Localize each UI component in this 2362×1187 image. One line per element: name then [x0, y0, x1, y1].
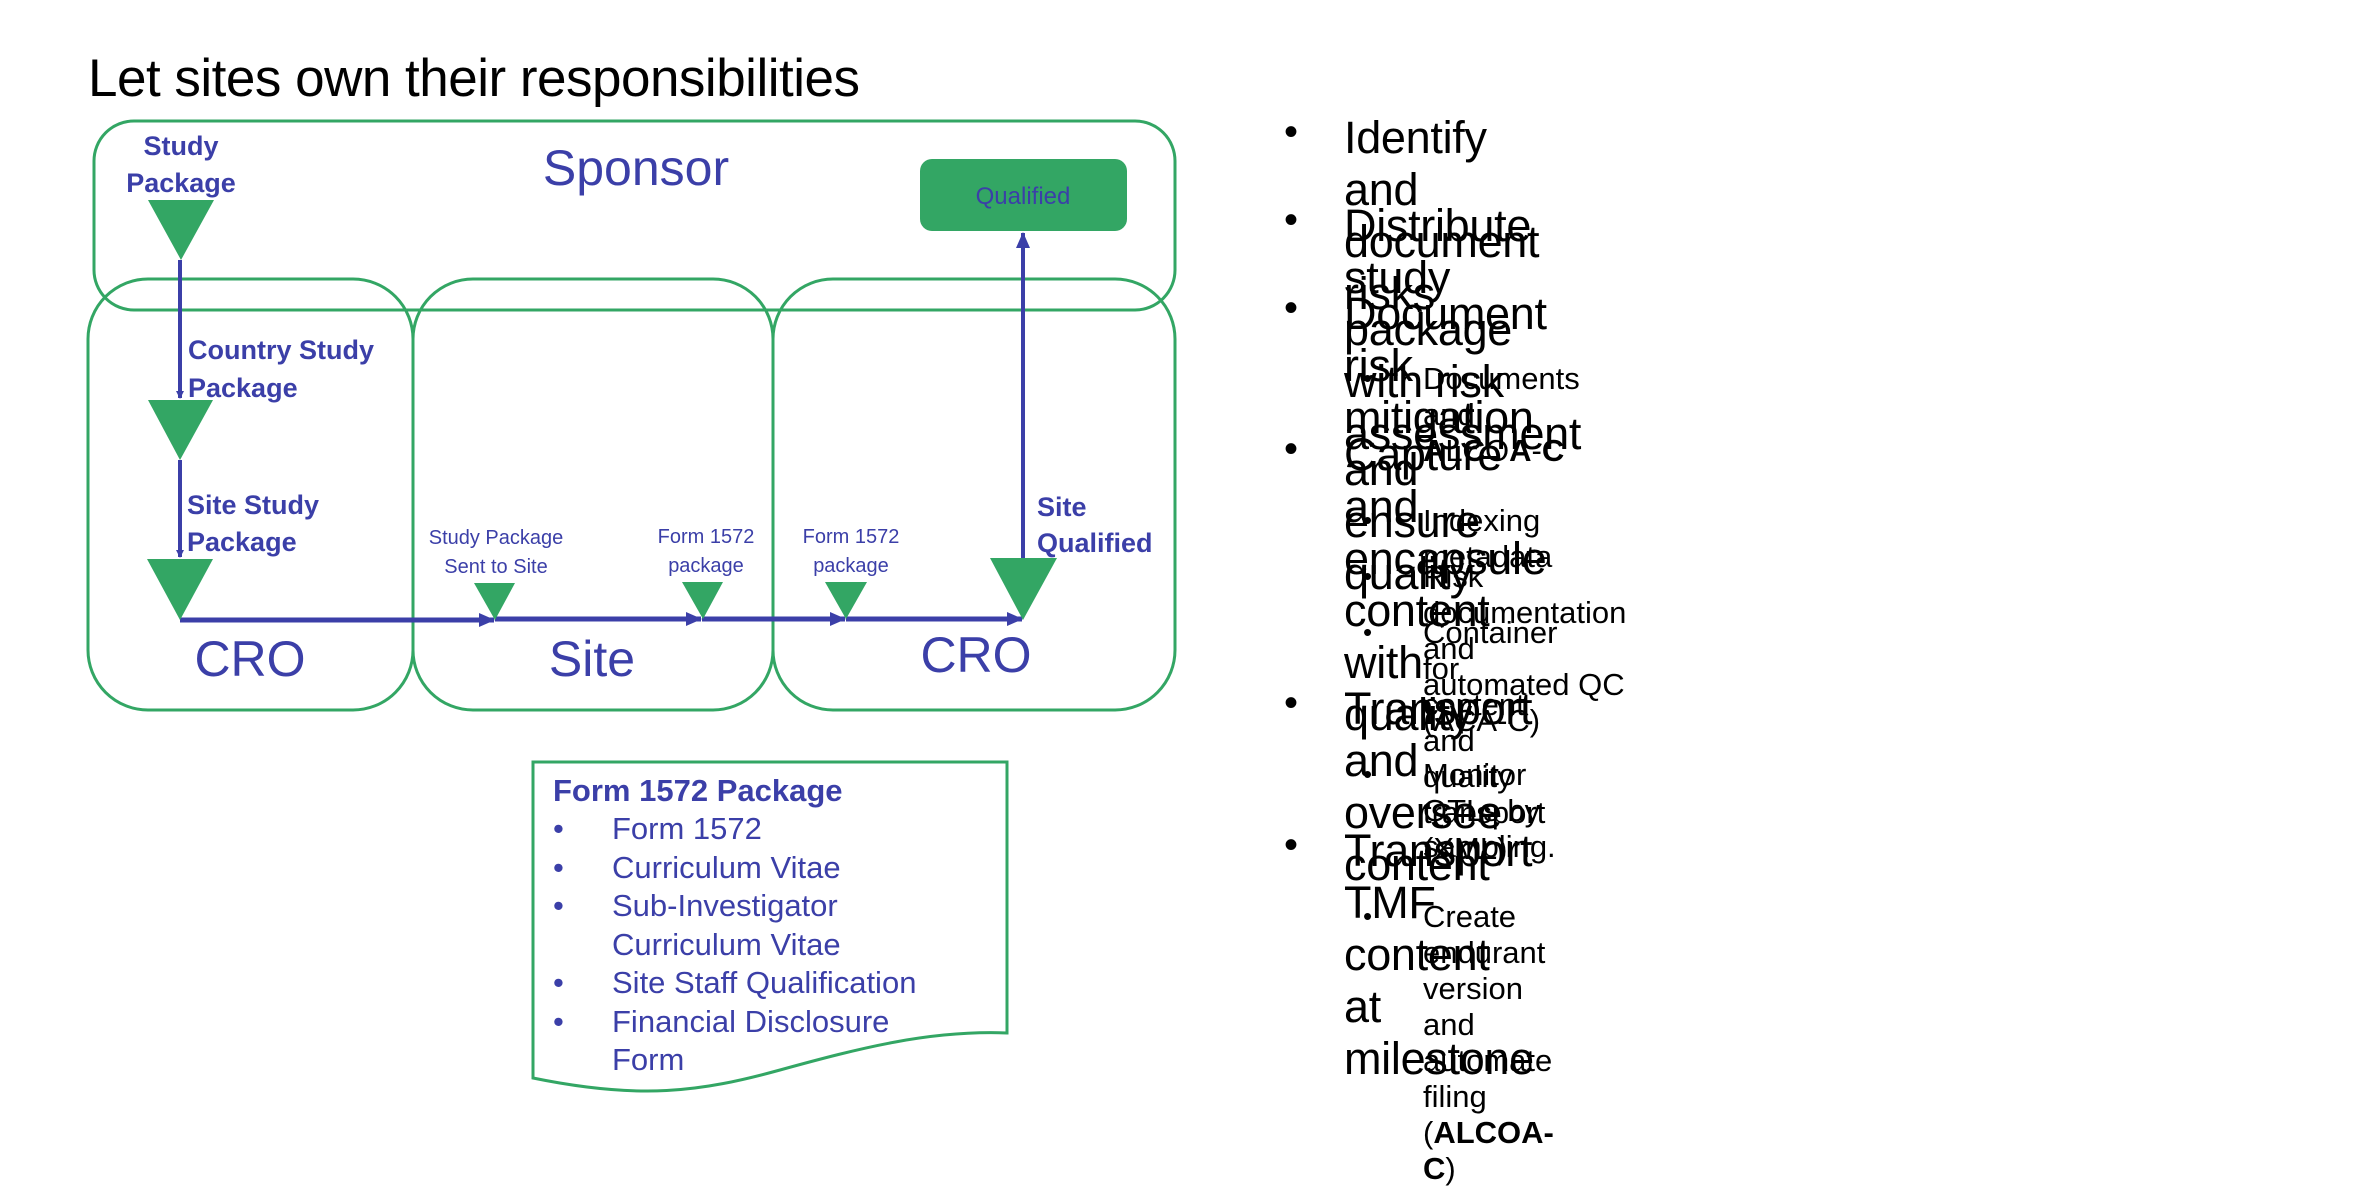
form-package-item-text: Form 1572 — [612, 811, 762, 846]
bullet-item: Identify and document risks — [1344, 112, 1540, 319]
sub-bullet-icon: • — [1363, 363, 1373, 393]
label-site-study-line1: Site Study — [187, 490, 319, 520]
form-package-item-text: Site Staff Qualification — [612, 965, 917, 1000]
sub-bullet-icon: • — [1363, 901, 1373, 931]
bullet-icon: • — [1284, 198, 1299, 242]
lane-cro-left-label: CRO — [194, 631, 305, 687]
bullet-icon: • — [1284, 110, 1299, 154]
sub-bullet-icon: • — [1363, 505, 1373, 535]
milestone-study-package — [148, 200, 214, 260]
label-study-package-line2: Package — [126, 168, 236, 198]
bullet-icon: • — [1284, 286, 1299, 330]
label-sent-to-site-line2: Sent to Site — [444, 556, 547, 578]
label-study-package-line1: Study — [143, 131, 218, 161]
milestone-country-study-package — [148, 400, 213, 460]
milestone-sent-to-site — [474, 583, 515, 620]
form-package-document — [531, 760, 1009, 1093]
bullet-item: Document risk mitigation and ensure qual… — [1344, 288, 1547, 599]
sub-bullet-item: Documents and ALCOA-C — [1423, 361, 1580, 468]
form-package-content: Form 1572 Package • Form 1572 • Curriculum … — [553, 772, 916, 1080]
label-country-study-line2: Package — [188, 373, 298, 403]
label-form1572-site-line1: Form 1572 — [658, 526, 755, 548]
bullet-item: Distribute study package with risk asses… — [1344, 200, 1582, 459]
form-package-item: • Curriculum Vitae — [553, 849, 916, 888]
label-form1572-cro-line2: package — [813, 555, 889, 577]
lane-sponsor — [92, 119, 1177, 312]
form-package-item-text: Form — [612, 1042, 685, 1077]
sub-bullet-icon: • — [1363, 561, 1373, 591]
bullet-icon: • — [553, 1003, 564, 1039]
bullet-item: Capture and encapsule content with quali… — [1344, 429, 1547, 740]
form-package-item-continued: Form — [553, 1041, 916, 1080]
form-package-item: • Sub-Investigator — [553, 887, 916, 926]
qualified-box — [920, 159, 1127, 231]
form-package-item: • Site Staff Qualification — [553, 964, 916, 1003]
form-package-item-text: Curriculum Vitae — [612, 849, 841, 885]
form-package-item: • Financial Disclosure — [553, 1003, 916, 1042]
milestone-site-study-package — [147, 559, 213, 620]
bullet-icon: • — [1284, 681, 1299, 725]
sub-bullet-icon: • — [1363, 617, 1373, 647]
lane-cro-right — [771, 277, 1177, 712]
label-site-study-line2: Package — [187, 527, 297, 557]
sub-bullet-item: Container for content and quality transp… — [1423, 615, 1558, 866]
bullet-item: Transport TMF content at milestone — [1344, 825, 1534, 1084]
sub-bullet-item: Indexing metadata — [1423, 503, 1553, 574]
label-site-qualified-line1: Site — [1037, 492, 1087, 522]
label-form1572-site-line2: package — [668, 555, 744, 577]
form-package-item-text: Sub-Investigator — [612, 888, 838, 923]
lane-site-label: Site — [549, 631, 635, 687]
sub-bullet-icon: • — [1363, 759, 1373, 789]
label-country-study-line1: Country Study — [188, 335, 374, 365]
milestone-form1572-cro — [825, 582, 867, 619]
slide-title: Let sites own their responsibilities — [88, 49, 860, 108]
form-package-heading: Form 1572 Package — [553, 773, 843, 808]
bullet-icon: • — [553, 811, 564, 846]
bullet-icon: • — [1284, 427, 1299, 471]
label-site-qualified-line2: Qualified — [1037, 528, 1153, 558]
milestone-site-qualified — [990, 558, 1057, 620]
qualified-box-label: Qualified — [976, 183, 1071, 210]
lane-cro-right-label: CRO — [920, 627, 1031, 683]
sub-bullet-item: Create endurant version and automate fil… — [1423, 899, 1554, 1186]
bullet-icon: • — [553, 888, 564, 923]
bullet-icon: • — [1284, 823, 1299, 867]
label-form1572-cro-line1: Form 1572 — [803, 526, 900, 548]
milestone-form1572-site — [682, 582, 723, 619]
form-package-item-continued: Curriculum Vitae — [553, 926, 916, 965]
sub-bullet-item: Monitor QTLs by sampling. — [1423, 757, 1556, 864]
form-package-item-text: Financial Disclosure — [612, 1003, 890, 1039]
form-package-list: • Form 1572 • Curriculum Vitae • Sub-Investig… — [553, 810, 916, 1080]
lane-sponsor-label: Sponsor — [543, 140, 729, 196]
bullet-icon: • — [553, 849, 564, 885]
bullet-icon: • — [553, 965, 564, 1000]
form-package-item-text: Curriculum Vitae — [612, 926, 841, 962]
workflow-diagram: Qualified Sponsor CRO Site CRO Study Pac… — [86, 119, 1177, 1093]
form-package-item: • Form 1572 — [553, 810, 916, 849]
bullet-item: Transport and oversee content — [1344, 683, 1533, 890]
sub-bullet-item: Risk documentation and automated QC (ACA… — [1423, 559, 1627, 738]
label-sent-to-site-line1: Study Package — [429, 527, 564, 549]
